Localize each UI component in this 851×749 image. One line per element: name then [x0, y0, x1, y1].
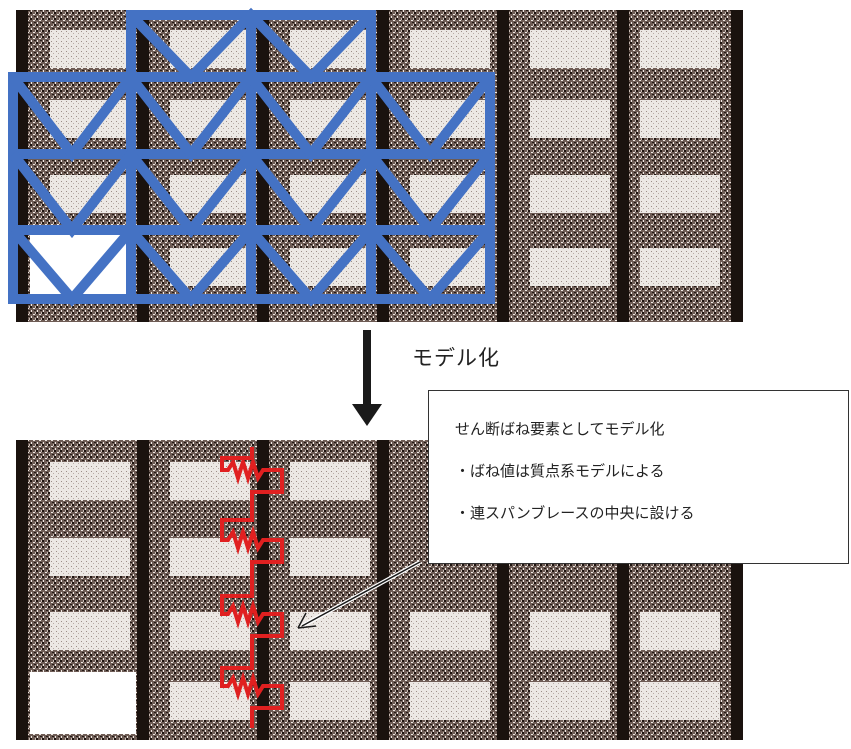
red-shear-springs	[220, 447, 284, 728]
bottom-open-bay	[30, 672, 136, 734]
callout-title: せん断ばね要素としてモデル化	[455, 420, 665, 438]
callout-pointer	[297, 560, 421, 629]
model-conversion-label: モデル化	[412, 346, 500, 370]
callout-bullet-2: ・連スパンブレースの中央に設ける	[455, 504, 695, 522]
callout-box: せん断ばね要素としてモデル化 ・ばね値は質点系モデルによる ・連スパンブレースの…	[428, 390, 849, 564]
bottom-building-facade	[16, 440, 743, 740]
blue-brace-frames	[8, 7, 495, 307]
down-arrow-head	[352, 404, 382, 426]
bottom-window-panels	[50, 462, 720, 720]
callout-bullet-1: ・ばね値は質点系モデルによる	[455, 462, 665, 480]
